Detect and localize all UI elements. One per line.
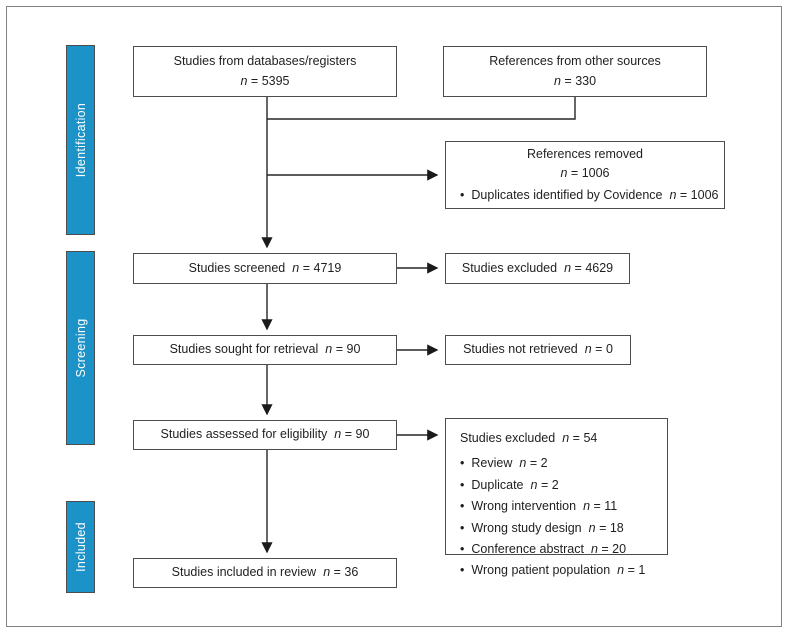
stage-label: Included bbox=[73, 522, 88, 572]
n-value: n = 330 bbox=[553, 73, 597, 88]
stage-label: Screening bbox=[73, 318, 88, 378]
stage-bar-screening: Screening bbox=[66, 251, 95, 445]
box-references-removed: References removed n = 1006 •Duplicates … bbox=[445, 141, 725, 209]
box-references-other-sources: References from other sources n = 330 bbox=[443, 46, 707, 97]
stage-label: Identification bbox=[73, 102, 88, 178]
stage-bar-included: Included bbox=[66, 501, 95, 593]
n-value: n = 1006 bbox=[560, 166, 610, 181]
figure-border bbox=[6, 6, 782, 627]
box-label: References from other sources bbox=[489, 54, 661, 69]
box-studies-from-databases: Studies from databases/registers n = 539… bbox=[133, 46, 397, 97]
n-value: n = 5395 bbox=[240, 73, 290, 88]
box-label: Studies from databases/registers bbox=[173, 54, 357, 69]
box-label: References removed bbox=[526, 146, 644, 161]
stage-bar-identification: Identification bbox=[66, 45, 95, 235]
